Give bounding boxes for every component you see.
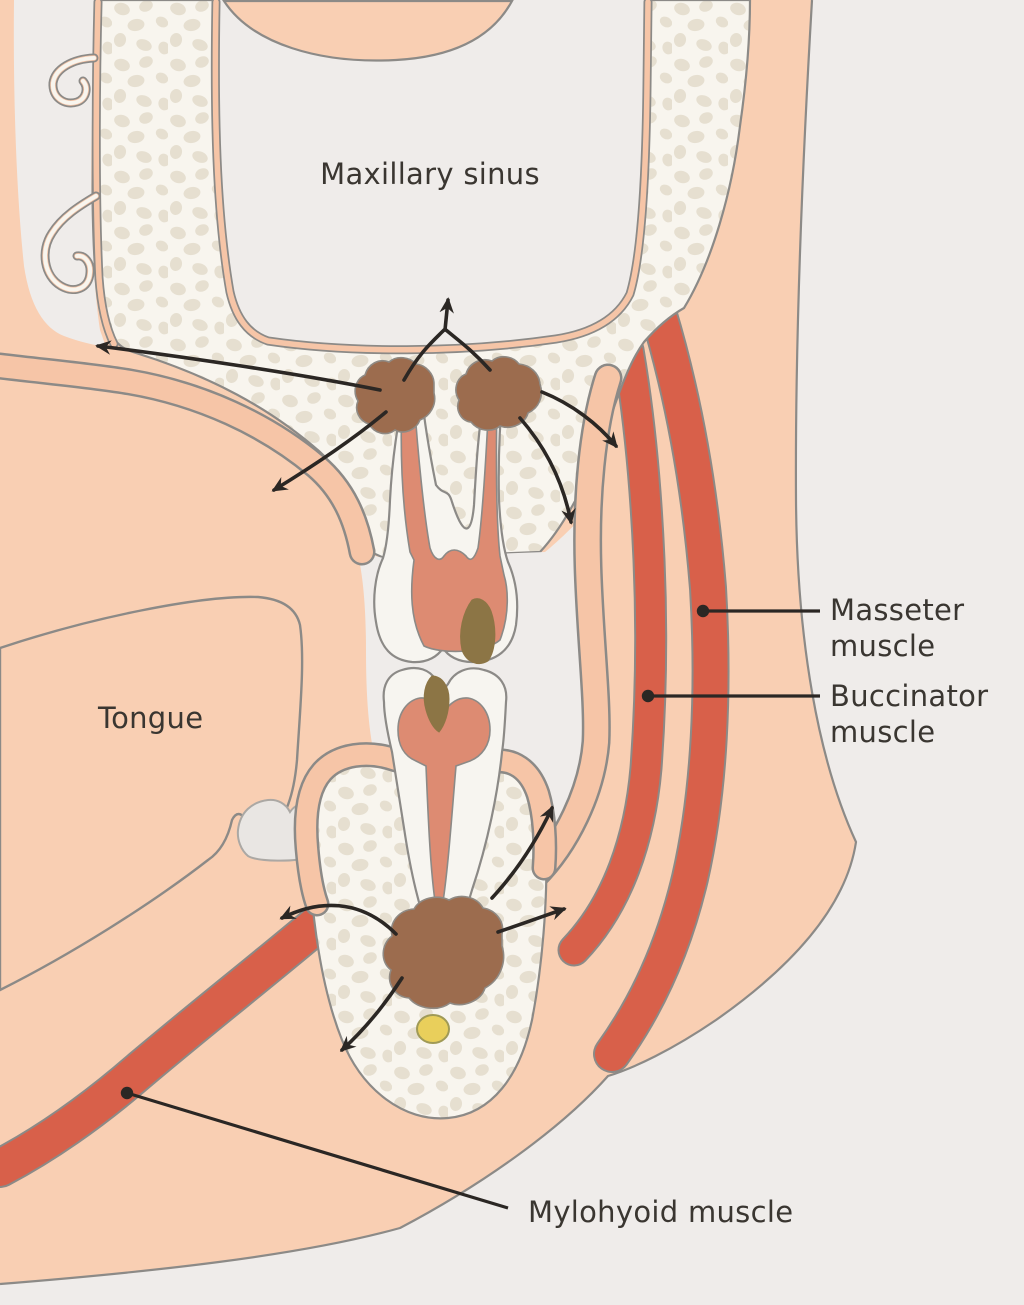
infection-blob-upper-left (354, 356, 436, 435)
label-masseter-line1: Masseter (830, 593, 964, 627)
label-buccinator-line1: Buccinator (830, 679, 988, 713)
spread-arrow-to-sinus (439, 297, 454, 332)
spread-arrow-to-sinus-left-branch (402, 328, 446, 382)
label-masseter-muscle: Masseter muscle (830, 593, 964, 663)
spread-arrow-to-upper-vestibule (518, 416, 576, 525)
label-tongue: Tongue (97, 701, 203, 735)
label-buccinator-muscle: Buccinator muscle (830, 679, 988, 749)
upper-interproximal-decay (460, 598, 496, 664)
mandibular-canal (416, 1014, 450, 1044)
label-buccinator-line2: muscle (830, 715, 935, 749)
infection-blob-lower (382, 895, 505, 1010)
soft-tissue-dome (222, 0, 514, 62)
spread-arrow-to-palate (271, 410, 388, 492)
lower-occlusal-decay (423, 675, 450, 733)
leader-dot-masseter (696, 604, 710, 618)
spread-arrow-to-nasal-cavity (95, 340, 382, 392)
spread-arrow-to-lower-vestibule (490, 805, 554, 900)
leader-mylohyoid (126, 1091, 509, 1210)
spread-arrow-through-buccinator (496, 906, 567, 934)
label-masseter-line2: muscle (830, 629, 935, 663)
leader-dot-buccinator (641, 689, 655, 703)
spread-arrow-to-sinus-right-branch (444, 328, 492, 372)
label-mylohyoid-muscle: Mylohyoid muscle (528, 1195, 793, 1229)
spread-arrow-to-buccal-space (540, 390, 618, 449)
maxillary-sinus-cavity (215, 0, 648, 350)
leader-dot-mylohyoid (120, 1086, 134, 1100)
spread-arrow-to-submandibular-space (339, 976, 404, 1052)
label-maxillary-sinus: Maxillary sinus (320, 157, 540, 191)
infection-spread-arrows (95, 297, 618, 1052)
face-outline (0, 0, 858, 1286)
spread-arrow-to-sublingual-space (279, 903, 398, 936)
leader-lines (120, 604, 820, 1210)
